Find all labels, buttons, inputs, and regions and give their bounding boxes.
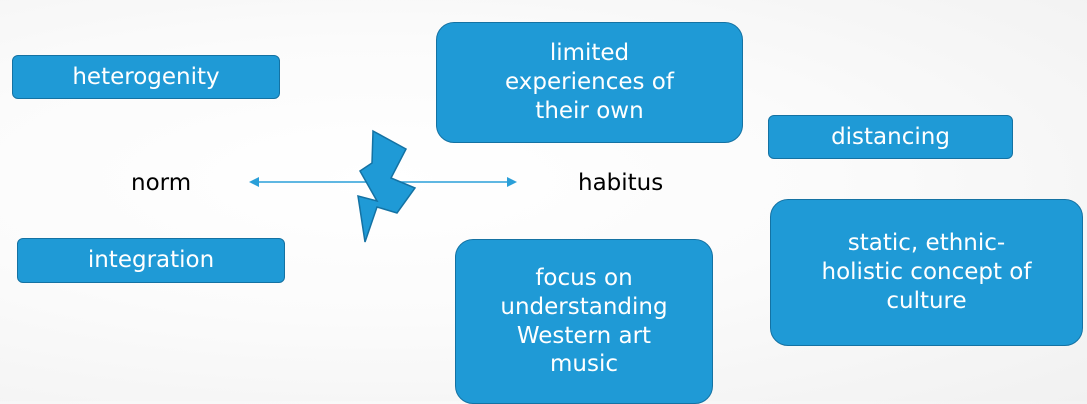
habitus-label: habitus (578, 170, 664, 196)
limited-experiences-box: limited experiences of their own (436, 22, 743, 143)
norm-label: norm (131, 170, 192, 196)
focus-on-understanding-box: focus on understanding Western art music (455, 239, 713, 404)
heterogenity-box: heterogenity (12, 55, 280, 99)
static-concept-box: static, ethnic- holistic concept of cult… (770, 199, 1083, 346)
integration-box: integration (17, 238, 285, 283)
distancing-box: distancing (768, 115, 1013, 159)
lightning-bolt-icon (357, 129, 417, 243)
